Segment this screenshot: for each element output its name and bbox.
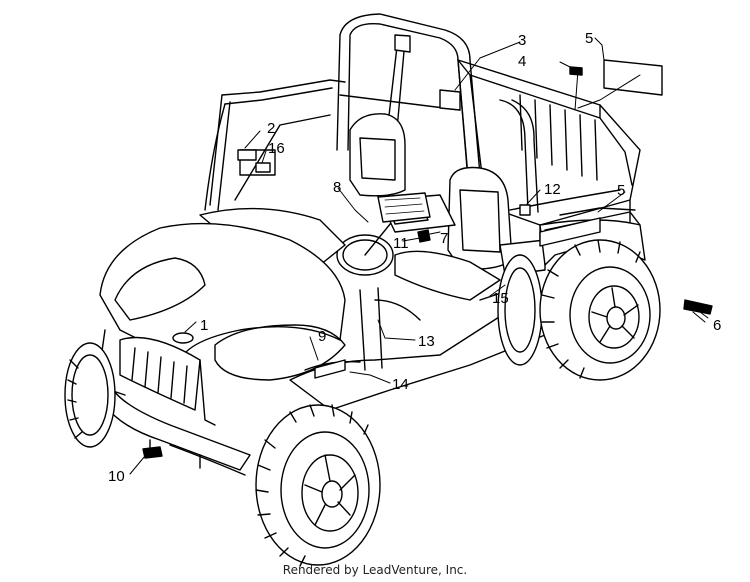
decal-3 (439, 89, 461, 111)
decal-11 (417, 229, 431, 243)
callout-16: 16 (268, 140, 285, 157)
front-left-wheel (64, 342, 116, 448)
decal-12 (519, 204, 531, 216)
decal-5-fender (539, 217, 601, 247)
callout-5-top: 5 (585, 30, 593, 47)
callout-8: 8 (333, 179, 341, 196)
decal-parts (142, 59, 713, 459)
callout-14: 14 (392, 376, 409, 393)
decal-16 (255, 162, 271, 173)
callout-1: 1 (200, 317, 208, 334)
decal-10 (142, 446, 163, 459)
front-right-wheel (255, 404, 381, 567)
rear-right-wheel (539, 239, 661, 381)
decal-2 (237, 149, 257, 161)
callout-3: 3 (518, 32, 526, 49)
decal-6 (683, 299, 713, 315)
windshield-frame (204, 103, 331, 211)
hood (99, 222, 346, 381)
callout-labels: 1 2 3 4 5 5 6 7 8 9 10 11 12 13 14 15 16 (108, 30, 721, 485)
decal-5-rear-bed (603, 59, 663, 96)
callout-13: 13 (418, 333, 435, 350)
callout-5-side: 5 (617, 182, 625, 199)
callout-12: 12 (544, 181, 561, 198)
callout-10: 10 (108, 468, 125, 485)
callout-15: 15 (492, 290, 509, 307)
callout-2: 2 (267, 120, 275, 137)
rear-left-wheel (497, 254, 543, 366)
roll-cage (209, 13, 539, 213)
footer-credit: Rendered by LeadVenture, Inc. (282, 563, 468, 577)
callout-6: 6 (713, 317, 721, 334)
steering-wheel (336, 204, 401, 276)
decal-7 (377, 192, 431, 223)
callout-7: 7 (440, 230, 448, 247)
decal-9 (314, 359, 346, 379)
decal-4 (569, 66, 583, 76)
callout-11: 11 (393, 235, 409, 252)
driver-seat (349, 113, 406, 197)
callout-4: 4 (518, 53, 526, 70)
passenger-seat (394, 166, 513, 301)
leader-lines (129, 37, 709, 475)
callout-9: 9 (318, 328, 326, 345)
